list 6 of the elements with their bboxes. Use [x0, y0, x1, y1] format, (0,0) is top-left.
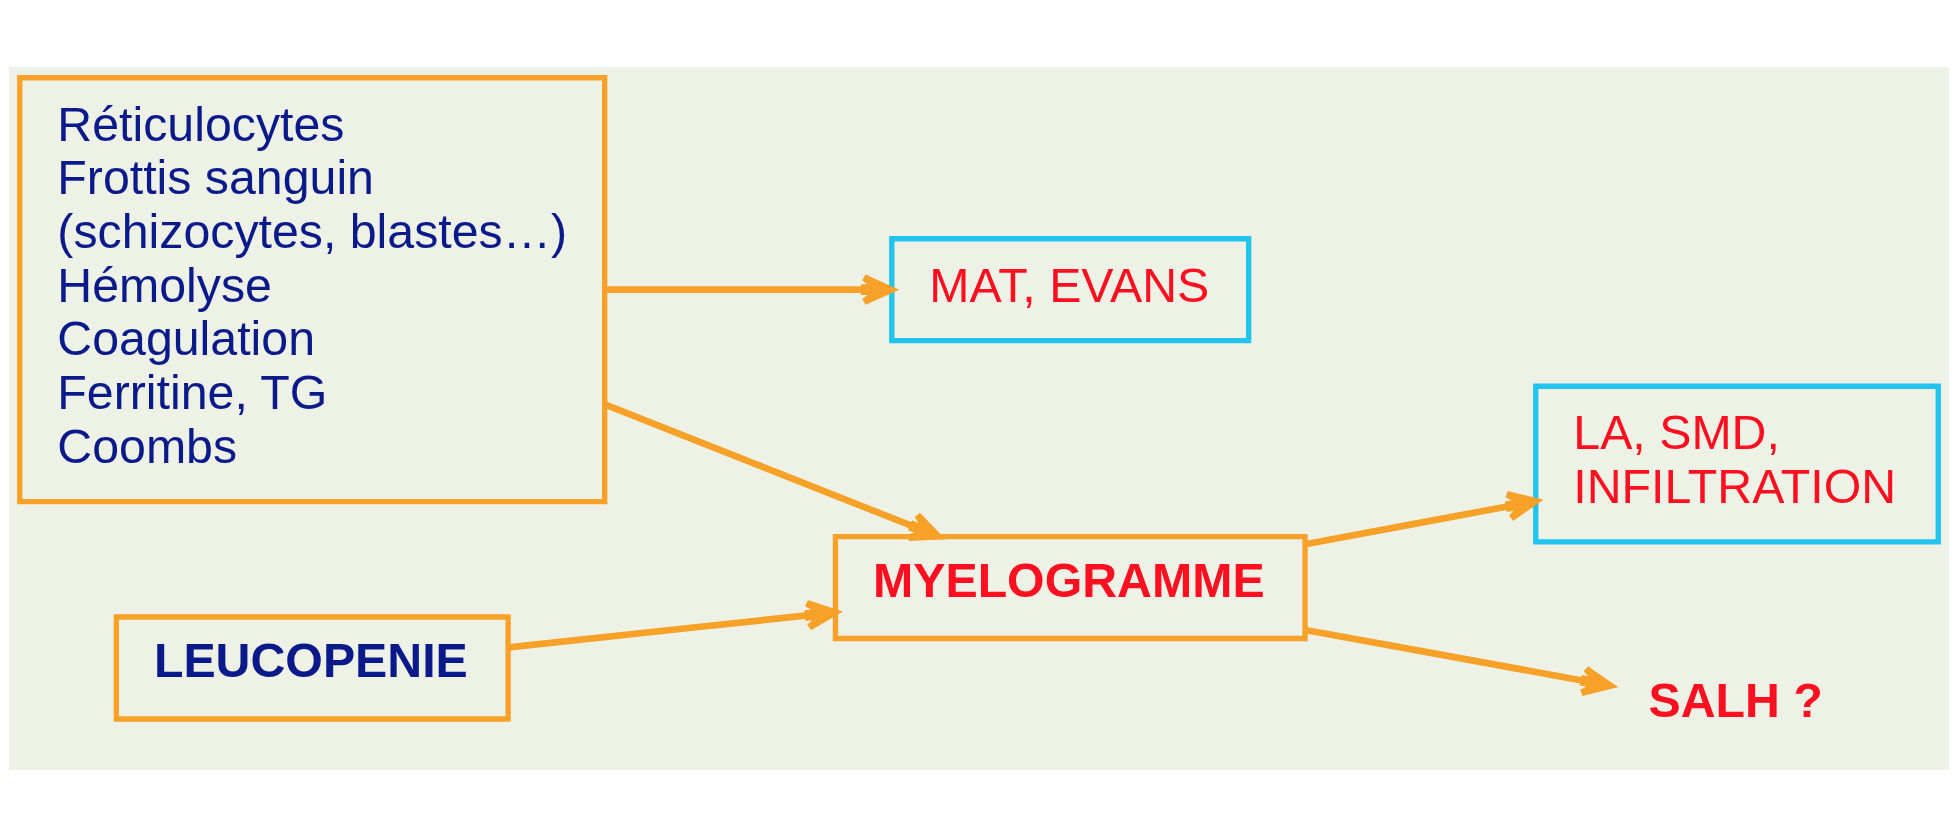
- node-box: LEUCOPENIE: [113, 614, 511, 722]
- node-box: MYELOGRAMME: [832, 533, 1308, 642]
- node-box: Réticulocytes Frottis sanguin (schizocytes, blastes…) Hémolyse Coagulation Ferritine, TG Coombs: [16, 75, 607, 505]
- node-box: MAT, EVANS: [888, 236, 1251, 344]
- node-text: SALH ?: [1647, 673, 1823, 728]
- node-box: LA, SMD, INFILTRATION: [1532, 383, 1941, 545]
